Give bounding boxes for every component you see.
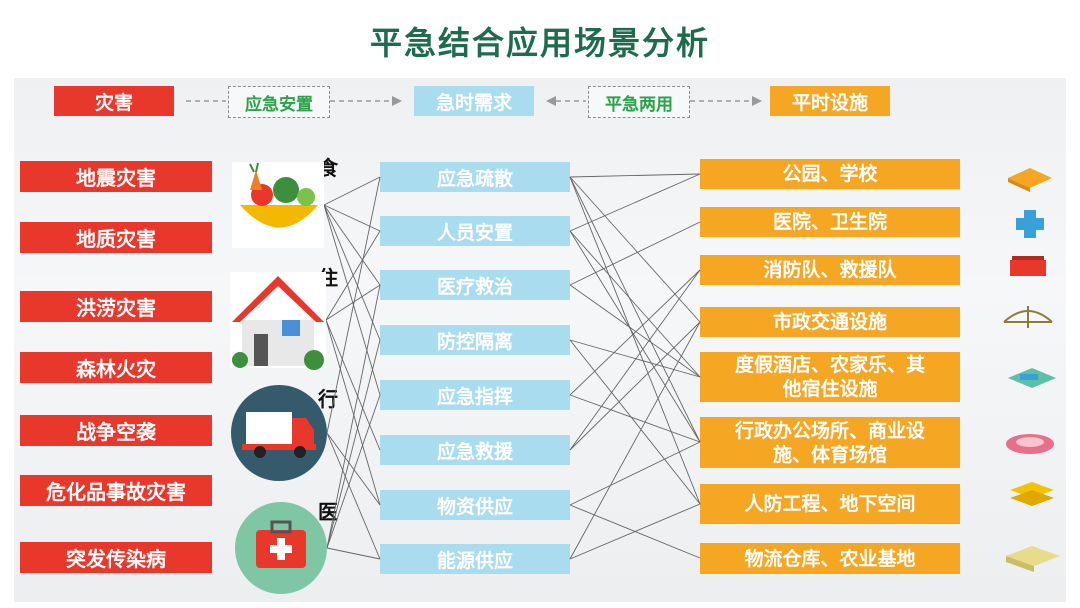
facility-box: 医院、卫生院 bbox=[700, 207, 960, 237]
label-dual-use: 平急两用 bbox=[588, 86, 690, 118]
category-need-link bbox=[326, 547, 381, 560]
category-need-link bbox=[325, 284, 381, 321]
need-box: 应急疏散 bbox=[380, 162, 570, 192]
disaster-box: 洪涝灾害 bbox=[20, 291, 212, 322]
need-facility-link bbox=[569, 176, 701, 323]
disaster-box: 森林火灾 bbox=[20, 352, 212, 383]
category-need-link bbox=[326, 176, 381, 434]
hospital-cross-icon bbox=[1016, 210, 1044, 238]
arrow-left-icon bbox=[546, 96, 556, 106]
need-facility-link bbox=[569, 321, 701, 560]
need-box: 防控隔离 bbox=[380, 325, 570, 355]
disaster-box: 战争空袭 bbox=[20, 415, 212, 446]
need-box: 应急指挥 bbox=[380, 380, 570, 410]
arrow-right-icon bbox=[392, 96, 402, 106]
need-facility-link bbox=[569, 503, 701, 560]
category-need-link bbox=[325, 319, 381, 506]
need-facility-link bbox=[569, 176, 701, 505]
need-facility-link bbox=[569, 221, 701, 286]
need-facility-link bbox=[569, 269, 701, 451]
need-facility-link bbox=[569, 173, 701, 232]
category-need-link bbox=[326, 432, 381, 560]
category-need-link bbox=[326, 339, 381, 549]
need-facility-link bbox=[569, 441, 701, 506]
header-normal-facilities: 平时设施 bbox=[770, 86, 890, 116]
category-need-link bbox=[323, 204, 381, 341]
need-box: 能源供应 bbox=[380, 544, 570, 574]
category-need-link bbox=[325, 319, 381, 451]
label-emergency-placement: 应急安置 bbox=[228, 86, 330, 118]
house-icon bbox=[230, 272, 326, 370]
category-need-link bbox=[323, 204, 381, 396]
category-need-link bbox=[326, 284, 381, 549]
facility-box: 消防队、救援队 bbox=[700, 255, 960, 285]
category-need-link bbox=[323, 204, 381, 232]
need-facility-link bbox=[569, 394, 701, 443]
need-box: 人员安置 bbox=[380, 216, 570, 246]
disaster-box: 地震灾害 bbox=[20, 161, 212, 192]
fire-station-icon bbox=[1010, 256, 1046, 276]
category-need-link bbox=[323, 204, 381, 286]
resort-pool-icon bbox=[1008, 368, 1056, 388]
header-disaster: 灾害 bbox=[54, 86, 174, 116]
facility-box: 人防工程、地下空间 bbox=[700, 484, 960, 524]
page-title: 平急结合应用场景分析 bbox=[369, 24, 710, 62]
need-facility-link bbox=[569, 269, 701, 396]
need-facility-link bbox=[569, 339, 701, 378]
header-urgent-needs: 急时需求 bbox=[414, 86, 534, 116]
facility-box: 度假酒店、农家乐、其他宿住设施 bbox=[700, 352, 960, 402]
need-facility-link bbox=[569, 230, 701, 378]
category-need-link bbox=[325, 230, 381, 321]
need-facility-link bbox=[569, 173, 701, 178]
category-need-link bbox=[326, 432, 381, 506]
need-box: 医疗救治 bbox=[380, 270, 570, 300]
truck-icon bbox=[231, 385, 327, 481]
need-box: 应急救援 bbox=[380, 435, 570, 465]
bridge-icon bbox=[1003, 306, 1053, 328]
disaster-box: 地质灾害 bbox=[20, 222, 212, 253]
category-need-link bbox=[326, 394, 381, 549]
facility-box: 公园、学校 bbox=[700, 159, 960, 189]
warehouse-icon bbox=[1006, 546, 1060, 572]
food-bowl-icon bbox=[232, 162, 324, 248]
underground-icon bbox=[1010, 482, 1054, 506]
need-facility-link bbox=[569, 284, 701, 378]
arrow-right-icon bbox=[752, 96, 762, 106]
disaster-box: 突发传染病 bbox=[20, 542, 212, 573]
facility-box: 市政交通设施 bbox=[700, 307, 960, 337]
need-facility-link bbox=[569, 321, 701, 451]
facility-box: 行政办公场所、商业设施、体育场馆 bbox=[700, 417, 960, 468]
category-need-link bbox=[323, 176, 381, 206]
school-building-icon bbox=[1008, 168, 1052, 192]
need-facility-link bbox=[569, 230, 701, 443]
disaster-box: 危化品事故灾害 bbox=[20, 475, 212, 506]
facility-box: 物流仓库、农业基地 bbox=[700, 543, 960, 574]
stadium-icon bbox=[1006, 434, 1054, 454]
medical-kit-icon bbox=[235, 502, 327, 594]
need-facility-link bbox=[569, 339, 701, 505]
need-box: 物资供应 bbox=[380, 490, 570, 520]
